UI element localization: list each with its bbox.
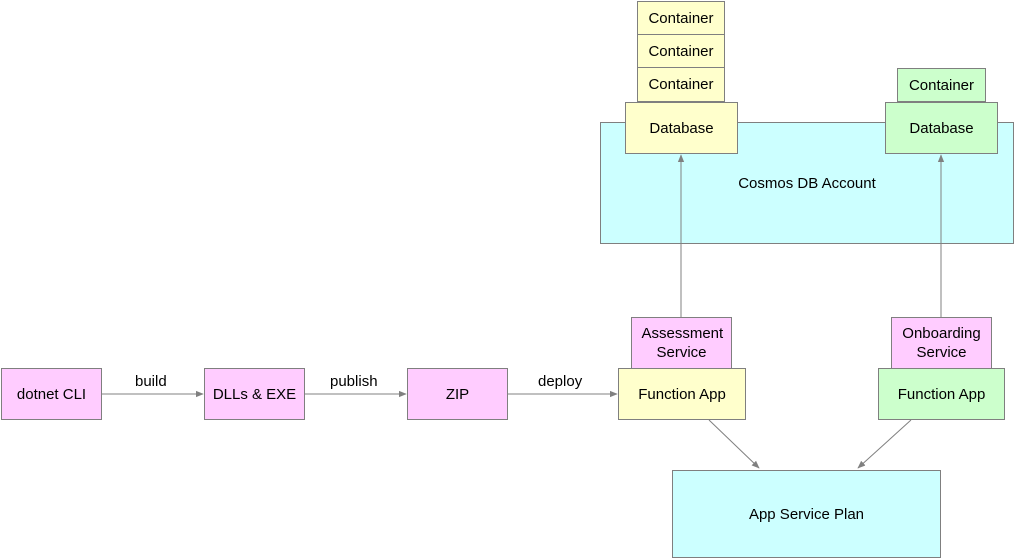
function-app-assessment: Function App <box>618 368 746 420</box>
onboarding-service-box: Onboarding Service <box>891 317 992 369</box>
dlls-exe-box: DLLs & EXE <box>204 368 305 420</box>
assessment-service-box: Assessment Service <box>631 317 732 369</box>
container-label: Container <box>908 76 975 94</box>
dotnet-cli-box: dotnet CLI <box>1 368 102 420</box>
function-app-label: Function App <box>638 385 726 403</box>
database-onboarding: Database <box>885 102 998 154</box>
dlls-exe-label: DLLs & EXE <box>212 385 297 403</box>
cosmos-db-account-label: Cosmos DB Account <box>738 174 876 192</box>
zip-label: ZIP <box>445 385 470 403</box>
database-label: Database <box>909 119 974 137</box>
function-app-onboarding: Function App <box>878 368 1005 420</box>
dotnet-cli-label: dotnet CLI <box>16 385 87 403</box>
edge-label-deploy: deploy <box>538 373 583 390</box>
arrow-function-app-onboarding-to-plan <box>857 419 912 469</box>
app-service-plan-box: App Service Plan <box>672 470 941 558</box>
assessment-service-label: Assessment Service <box>641 325 724 361</box>
arrow-function-app-assessment-to-plan <box>708 419 760 469</box>
database-label: Database <box>649 119 714 137</box>
container-box-3: Container <box>637 67 725 102</box>
app-service-plan-label: App Service Plan <box>748 505 865 523</box>
container-box-2: Container <box>637 34 725 68</box>
onboarding-service-label: Onboarding Service <box>902 325 981 361</box>
zip-box: ZIP <box>407 368 508 420</box>
container-label: Container <box>648 76 714 93</box>
edge-label-build: build <box>135 373 167 390</box>
container-box-onboarding: Container <box>897 68 986 102</box>
container-label: Container <box>648 42 714 60</box>
function-app-label: Function App <box>897 385 986 403</box>
database-assessment: Database <box>625 102 738 154</box>
edge-label-publish: publish <box>330 373 378 390</box>
container-label: Container <box>648 9 714 27</box>
